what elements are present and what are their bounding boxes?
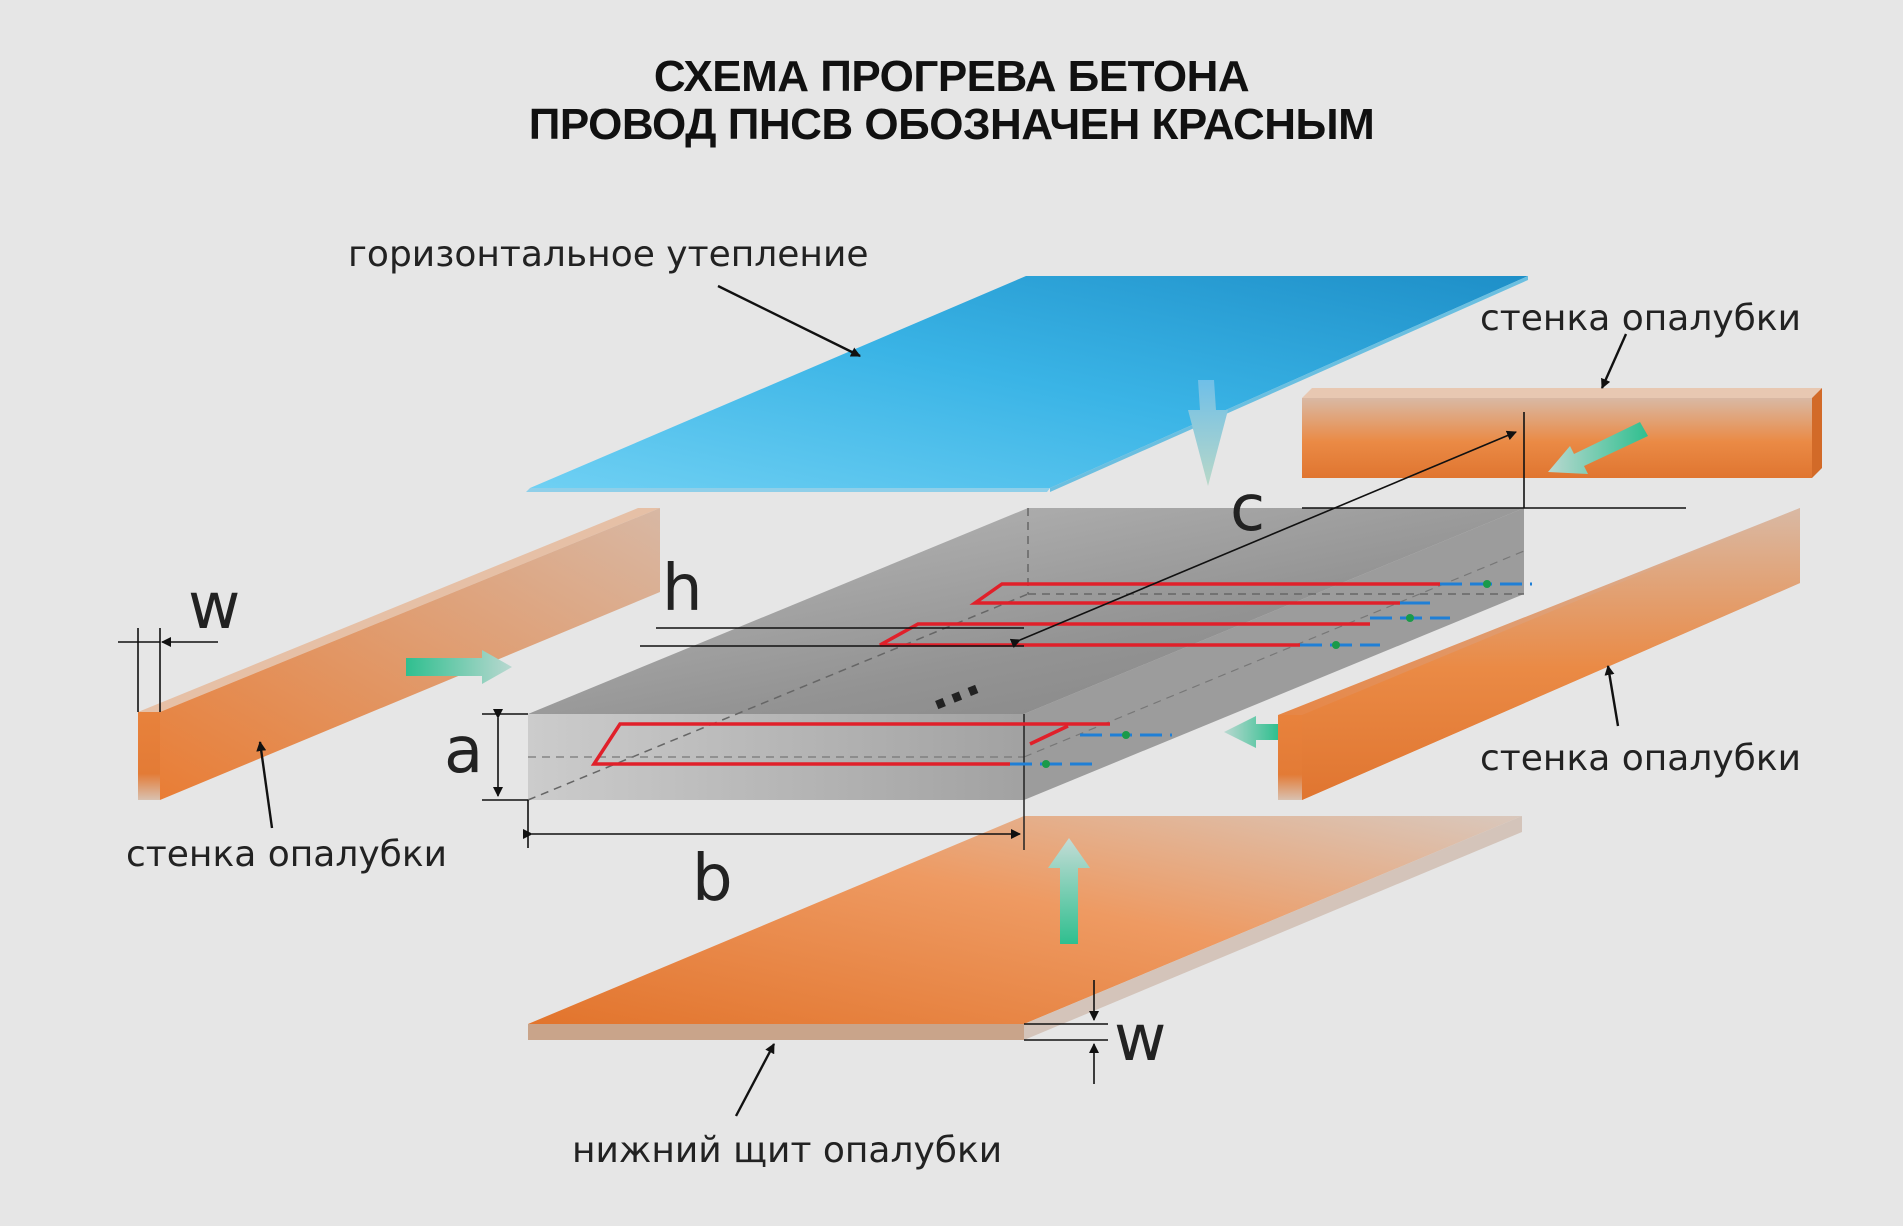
assembly-arrows — [406, 380, 1648, 944]
dimension-c: c — [1230, 472, 1265, 546]
formwork-wall-right — [1278, 508, 1800, 800]
label-top-insulation: горизонтальное утепление — [348, 234, 869, 275]
label-leaders — [256, 284, 1628, 1117]
arrow-right-icon — [406, 650, 512, 684]
heating-wire-lead — [1029, 724, 1069, 746]
formwork-wall-left — [138, 508, 660, 800]
arrow-left-diagonal-icon — [1548, 422, 1648, 474]
dimension-b: b — [692, 842, 733, 916]
title-line-1: СХЕМА ПРОГРЕВА БЕТОНА — [653, 52, 1250, 101]
arrow-up-icon — [1048, 838, 1090, 944]
dimension-w-left: w — [188, 570, 240, 644]
dimension-a: a — [444, 714, 483, 788]
label-bottom-board: нижний щит опалубки — [572, 1130, 1002, 1171]
title-line-2: ПРОВОД ПНСВ ОБОЗНАЧЕН КРАСНЫМ — [528, 100, 1375, 149]
label-wall-left: стенка опалубки — [126, 834, 447, 875]
heating-wire-loop-3 — [590, 722, 1110, 766]
dimension-lines — [118, 412, 1686, 1084]
dimension-w-bottom: w — [1114, 1002, 1166, 1076]
label-wall-right: стенка опалубки — [1480, 738, 1801, 779]
formwork-bottom-board — [528, 816, 1522, 1040]
label-wall-top-right: стенка опалубки — [1480, 298, 1801, 339]
dimension-h: h — [662, 552, 703, 626]
arrow-left-icon — [1224, 716, 1278, 748]
